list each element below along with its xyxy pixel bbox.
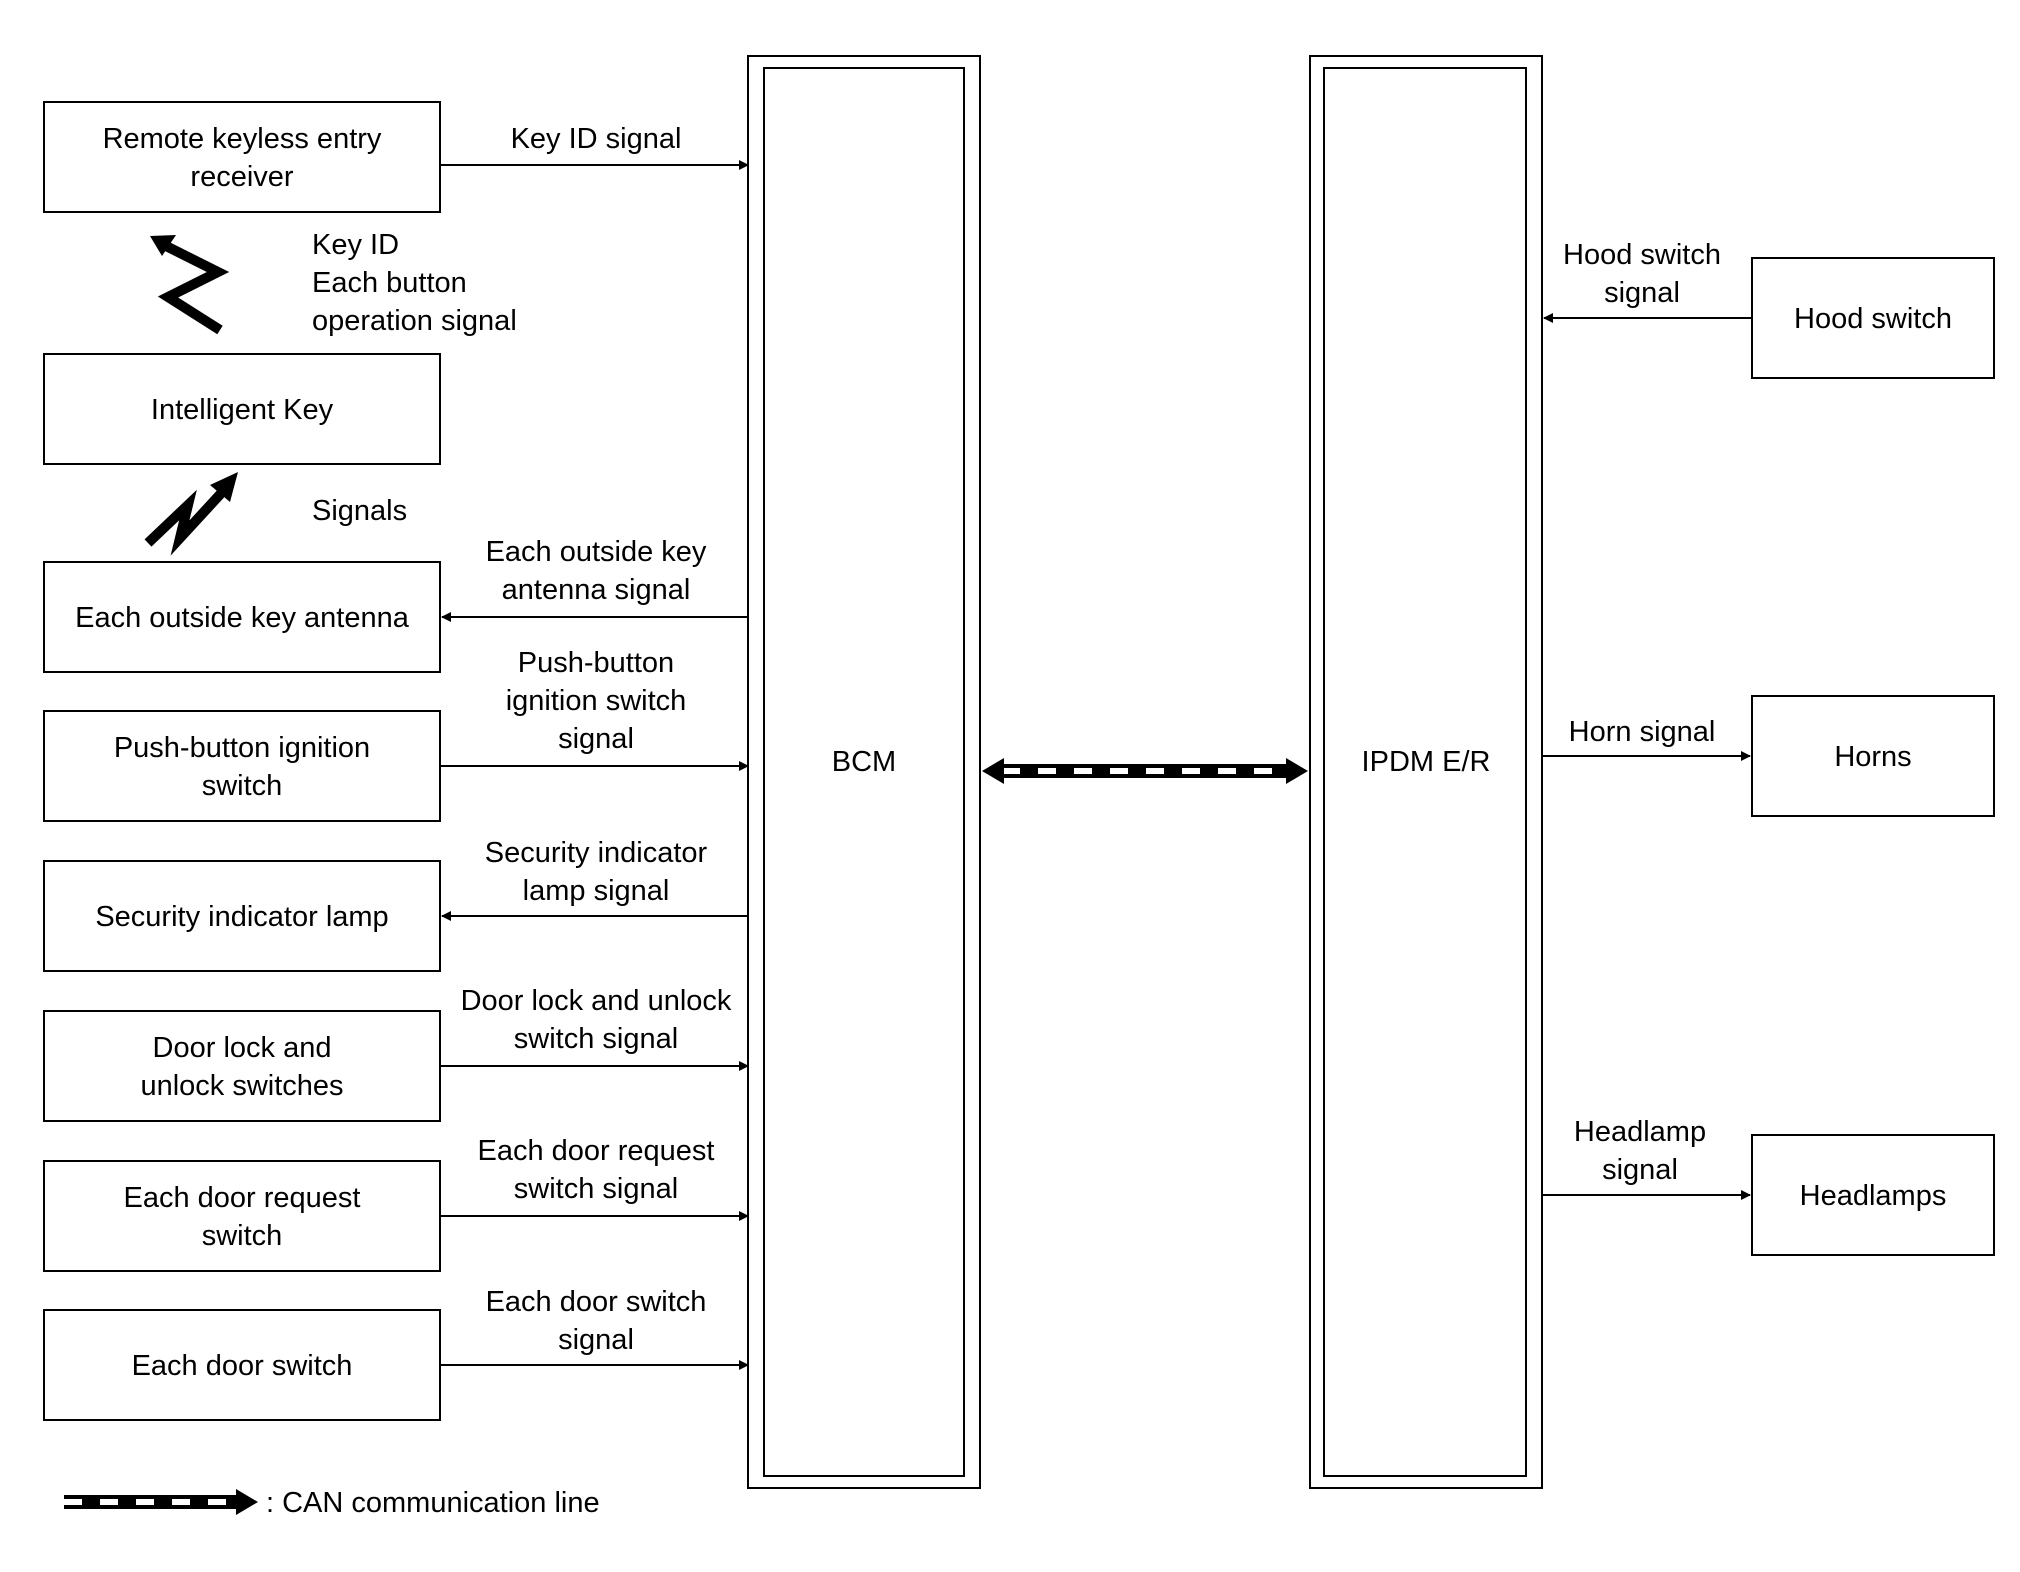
- text-line: lamp signal: [523, 875, 670, 907]
- text-line: switch signal: [514, 1023, 678, 1055]
- door-request-signal-label: Each door request switch signal: [478, 1135, 715, 1205]
- push-button-ignition-signal-label: Push-button ignition switch signal: [506, 647, 687, 755]
- headlamps-label: Headlamps: [1800, 1180, 1947, 1212]
- text-line: antenna signal: [502, 574, 691, 606]
- security-indicator-signal-label: Security indicator lamp signal: [485, 837, 708, 907]
- bcm-module: BCM: [747, 55, 981, 1489]
- text-line: Hood switch: [1563, 239, 1721, 271]
- wireless-from-antenna-label: Signals: [312, 495, 407, 527]
- wireless-to-receiver-label: Key ID Each button operation signal: [312, 229, 517, 337]
- text-line: Each outside key: [486, 536, 707, 568]
- text-line: Signals: [312, 495, 407, 527]
- outside-key-antenna-label: Each outside key antenna: [75, 602, 410, 634]
- text-line: Each door switch: [486, 1286, 707, 1318]
- security-indicator-lamp-box: Security indicator lamp: [43, 860, 441, 972]
- text-line: switch: [202, 1220, 283, 1252]
- door-switch-box: Each door switch: [43, 1309, 441, 1421]
- door-lock-switches-box: Door lock and unlock switches: [43, 1010, 441, 1122]
- can-communication-line: [982, 758, 1308, 784]
- text-line: Each door request: [478, 1135, 715, 1167]
- intelligent-key-label: Intelligent Key: [151, 394, 334, 426]
- hood-switch-box: Hood switch: [1751, 257, 1995, 379]
- text-line: Headlamps: [1800, 1180, 1947, 1212]
- remote-keyless-receiver-box: Remote keyless entry receiver: [43, 101, 441, 213]
- text-line: Intelligent Key: [151, 394, 334, 426]
- door-switch-signal-label: Each door switch signal: [486, 1286, 707, 1356]
- text-line: Key ID: [312, 229, 399, 261]
- wireless-arrow-from-antenna-icon: [144, 472, 238, 556]
- headlamps-box: Headlamps: [1751, 1134, 1995, 1256]
- text-line: signal: [558, 1324, 634, 1356]
- text-line: Horns: [1834, 741, 1911, 773]
- horns-label: Horns: [1834, 741, 1911, 773]
- hood-switch-label: Hood switch: [1794, 303, 1952, 335]
- outside-key-antenna-box: Each outside key antenna: [43, 561, 441, 673]
- bcm-label: BCM: [832, 746, 896, 778]
- key-id-signal-label: Key ID signal: [511, 123, 682, 155]
- door-request-switch-box: Each door request switch: [43, 1160, 441, 1272]
- text-line: switch: [202, 770, 283, 802]
- text-line: Remote keyless entry: [103, 123, 382, 155]
- text-line: unlock switches: [140, 1070, 343, 1102]
- text-line: Each door request: [124, 1182, 361, 1214]
- wireless-arrow-to-receiver-icon: [150, 235, 230, 335]
- ipdm-label: IPDM E/R: [1362, 746, 1491, 778]
- text-line: Door lock and: [153, 1032, 332, 1064]
- text-line: Push-button: [518, 647, 674, 679]
- text-line: Each button: [312, 267, 467, 299]
- door-lock-switches-label: Door lock and unlock switches: [140, 1032, 343, 1102]
- text-line: receiver: [190, 161, 293, 193]
- door-switch-label: Each door switch: [132, 1350, 353, 1382]
- intelligent-key-box: Intelligent Key: [43, 353, 441, 465]
- door-lock-signal-label: Door lock and unlock switch signal: [461, 985, 732, 1055]
- text-line: Each outside key antenna: [75, 602, 410, 634]
- push-button-ignition-box: Push-button ignition switch: [43, 710, 441, 822]
- text-line: ignition switch: [506, 685, 687, 717]
- text-line: Security indicator: [485, 837, 708, 869]
- headlamp-signal-label: Headlamp signal: [1574, 1116, 1706, 1186]
- door-request-switch-label: Each door request switch: [124, 1182, 361, 1252]
- text-line: signal: [1602, 1154, 1678, 1186]
- text-line: Headlamp: [1574, 1116, 1706, 1148]
- text-line: signal: [1604, 277, 1680, 309]
- text-line: switch signal: [514, 1173, 678, 1205]
- text-line: Door lock and unlock: [461, 985, 732, 1017]
- horns-box: Horns: [1751, 695, 1995, 817]
- horn-signal-label: Horn signal: [1569, 716, 1716, 748]
- outside-key-antenna-signal-label: Each outside key antenna signal: [486, 536, 707, 606]
- push-button-ignition-label: Push-button ignition switch: [114, 732, 370, 802]
- legend-can-line-label: : CAN communication line: [266, 1487, 600, 1519]
- text-line: Each door switch: [132, 1350, 353, 1382]
- text-line: Security indicator lamp: [95, 901, 388, 933]
- hood-switch-signal-label: Hood switch signal: [1563, 239, 1721, 309]
- text-line: Key ID signal: [511, 123, 682, 155]
- text-line: Horn signal: [1569, 716, 1716, 748]
- text-line: Hood switch: [1794, 303, 1952, 335]
- ipdm-module: IPDM E/R: [1309, 55, 1543, 1489]
- text-line: operation signal: [312, 305, 517, 337]
- security-indicator-lamp-label: Security indicator lamp: [95, 901, 388, 933]
- remote-keyless-receiver-label: Remote keyless entry receiver: [103, 123, 382, 193]
- text-line: signal: [558, 723, 634, 755]
- legend-can-line-icon: [64, 1489, 258, 1515]
- text-line: Push-button ignition: [114, 732, 370, 764]
